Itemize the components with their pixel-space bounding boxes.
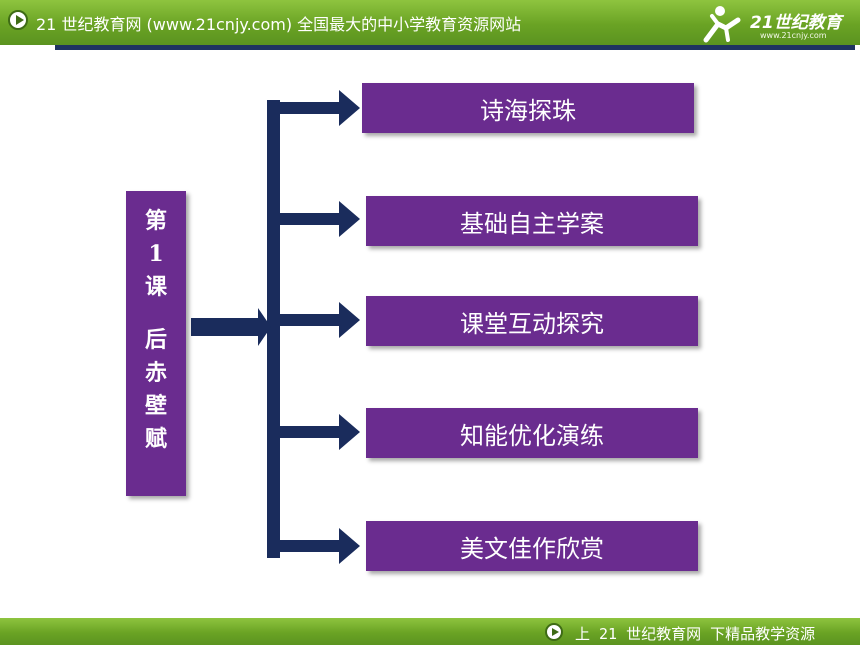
lesson-char: 壁 <box>144 393 167 419</box>
menu-item-practice[interactable]: 知能优化演练 <box>366 408 698 458</box>
lesson-char: 1 <box>148 241 164 267</box>
branch-arrow-3 <box>280 302 360 338</box>
menu-item-class-interaction[interactable]: 课堂互动探究 <box>366 296 698 346</box>
header-divider <box>55 45 855 50</box>
play-circle-icon <box>545 623 563 641</box>
lesson-char: 第 <box>144 208 167 234</box>
tree-trunk <box>267 100 280 558</box>
lesson-connector-arrow <box>191 308 271 346</box>
branch-arrow-1 <box>280 90 360 126</box>
top-banner: 21 世纪教育网 (www.21cnjy.com) 全国最大的中小学教育资源网站… <box>0 0 860 45</box>
lesson-title-box: 第 1 课 后 赤 壁 赋 <box>126 191 186 496</box>
lesson-char: 课 <box>144 274 167 300</box>
lesson-char: 赤 <box>144 360 167 386</box>
logo-brand-text: 21世纪教育 <box>750 13 842 33</box>
footer-slogan: 上 21 世纪教育网 下精品教学资源 <box>575 625 816 643</box>
site-logo: 21世纪教育 www.21cnjy.com <box>698 2 854 46</box>
play-circle-icon <box>8 10 28 30</box>
branch-arrow-5 <box>280 528 360 564</box>
bottom-banner: 上 21 世纪教育网 下精品教学资源 <box>0 618 860 645</box>
site-title: 21 世纪教育网 (www.21cnjy.com) 全国最大的中小学教育资源网站 <box>36 15 522 34</box>
lesson-char: 赋 <box>144 426 167 452</box>
menu-item-self-study[interactable]: 基础自主学案 <box>366 196 698 246</box>
lesson-char: 后 <box>144 327 167 353</box>
menu-item-poetry[interactable]: 诗海探珠 <box>362 83 694 133</box>
branch-arrow-2 <box>280 201 360 237</box>
branch-arrow-4 <box>280 414 360 450</box>
menu-item-appreciation[interactable]: 美文佳作欣赏 <box>366 521 698 571</box>
logo-url-text: www.21cnjy.com <box>760 31 827 40</box>
runner-logo-icon <box>703 6 741 43</box>
